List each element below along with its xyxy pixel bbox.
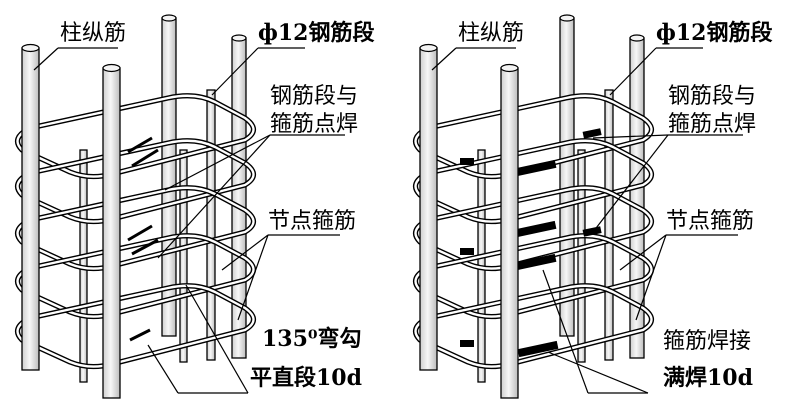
right-panel: 柱纵筋 ф12钢筋段 钢筋段与 箍筋点焊 节点箍筋 箍筋焊接 满焊10d — [416, 14, 772, 399]
left-leaders — [33, 47, 345, 394]
rebar-front-center — [500, 67, 519, 399]
label-spot-weld-2: 箍筋点焊 — [270, 112, 358, 137]
label-joint-hoop: 节点箍筋 — [268, 209, 356, 234]
left-hoops — [18, 96, 254, 367]
label-short-bar: ф12钢筋段 — [656, 20, 772, 46]
rebar-front-left — [419, 47, 438, 371]
weld-seam — [515, 220, 557, 238]
label-joint-hoop: 节点箍筋 — [666, 209, 754, 234]
label-spot-weld-2: 箍筋点焊 — [668, 112, 756, 137]
weld-seam — [515, 159, 557, 177]
label-column-rebar: 柱纵筋 — [458, 21, 524, 46]
label-column-rebar: 柱纵筋 — [60, 21, 126, 46]
left-front-bars — [21, 43, 121, 399]
label-full-weld-2: 满焊10d — [663, 365, 753, 391]
label-spot-weld-1: 钢筋段与 — [270, 84, 358, 109]
label-full-weld-1: 箍筋焊接 — [663, 329, 751, 354]
weld-seam — [460, 340, 474, 347]
rebar-back-thin — [604, 89, 614, 361]
left-panel: 柱纵筋 ф12钢筋段 钢筋段与 箍筋点焊 节点箍筋 135⁰弯勾 平直段10d — [18, 14, 374, 399]
label-spot-weld-1: 钢筋段与 — [668, 84, 756, 109]
right-front-bars — [419, 43, 519, 399]
weld-seam — [582, 226, 602, 237]
rebar-mid-thin — [577, 149, 586, 363]
right-leaders — [431, 47, 743, 394]
weld-seam — [460, 248, 474, 255]
label-short-bar: ф12钢筋段 — [258, 20, 374, 46]
weld-seam — [517, 340, 559, 358]
right-weld-seams — [460, 128, 602, 358]
rebar-front-center — [102, 67, 121, 399]
weld-seam — [515, 253, 557, 271]
label-hook-1: 135⁰弯勾 — [262, 326, 362, 352]
left-short-bars — [127, 136, 159, 342]
rebar-mid-thin — [179, 149, 188, 363]
weld-seam — [460, 158, 474, 165]
rebar-front-left — [21, 47, 40, 371]
rebar-back-thin — [206, 89, 216, 361]
label-hook-2: 平直段10d — [250, 365, 362, 391]
weld-seam — [582, 128, 602, 139]
